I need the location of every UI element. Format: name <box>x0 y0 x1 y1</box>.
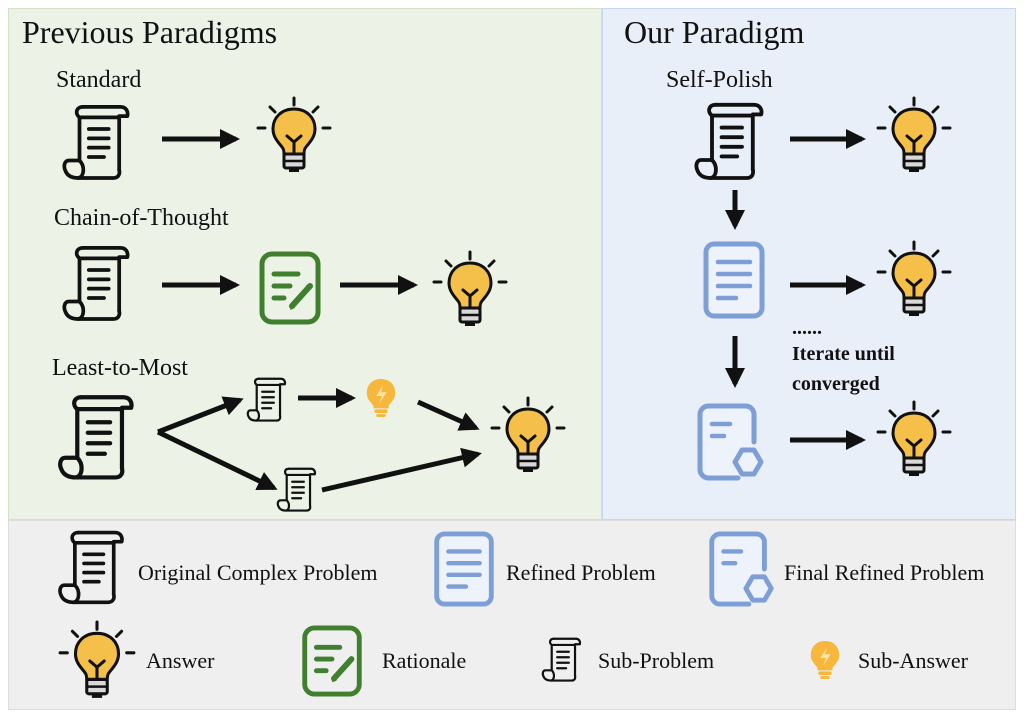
self-polish-flow <box>694 96 952 478</box>
scroll-document-icon <box>694 102 764 180</box>
our-paradigm-panel <box>602 8 1016 520</box>
arrow <box>156 429 278 491</box>
scroll-document-icon <box>62 245 130 321</box>
lightbulb-icon <box>876 96 952 174</box>
legend-sub-answer-label: Sub-Answer <box>858 648 968 673</box>
lightbulb-icon <box>490 396 566 474</box>
legend-original-label: Original Complex Problem <box>138 560 378 585</box>
blue-document-icon <box>437 534 492 604</box>
legend-final-refined-label: Final Refined Problem <box>784 560 985 585</box>
standard-flow <box>62 96 332 180</box>
self-polish-label: Self-Polish <box>666 67 773 93</box>
sub-problem-icon <box>246 377 287 422</box>
blue-document-hexagon-icon <box>700 406 761 478</box>
lightbulb-icon <box>876 400 952 478</box>
scroll-document-icon <box>60 533 122 603</box>
ellipsis-text: ...... <box>792 317 822 339</box>
standard-label: Standard <box>56 67 142 93</box>
scroll-document-icon <box>62 104 130 180</box>
least-to-most-label: Least-to-Most <box>52 355 188 381</box>
small-lightbulb-icon <box>366 378 396 417</box>
blue-document-icon <box>706 244 762 316</box>
notepad-pencil-icon <box>305 628 360 694</box>
lightbulb-icon <box>432 250 508 328</box>
legend-refined-label: Refined Problem <box>506 560 656 585</box>
legend-sub-problem-label: Sub-Problem <box>598 648 715 673</box>
legend-panel <box>8 520 1016 710</box>
lightbulb-icon <box>876 240 952 318</box>
iterate-text: Iterate until <box>792 343 895 365</box>
converged-text: converged <box>792 373 880 395</box>
least-to-most-flow <box>60 377 566 512</box>
lightbulb-icon <box>256 96 332 174</box>
scroll-document-icon <box>60 397 131 477</box>
lightbulb-icon <box>58 620 136 700</box>
our-paradigm-heading: Our Paradigm <box>624 14 805 50</box>
small-lightbulb-icon <box>810 640 840 679</box>
arrow <box>416 399 480 431</box>
arrow <box>157 396 244 435</box>
cot-flow <box>62 245 508 328</box>
previous-paradigms-heading: Previous Paradigms <box>22 14 278 50</box>
arrow <box>321 447 482 493</box>
blue-document-hexagon-icon <box>712 534 771 604</box>
legend-rationale-label: Rationale <box>382 648 467 673</box>
notepad-pencil-icon <box>262 254 318 322</box>
sub-problem-icon <box>276 467 317 512</box>
sub-problem-icon <box>541 637 582 682</box>
chain-of-thought-label: Chain-of-Thought <box>54 205 229 231</box>
legend-answer-label: Answer <box>146 648 215 673</box>
